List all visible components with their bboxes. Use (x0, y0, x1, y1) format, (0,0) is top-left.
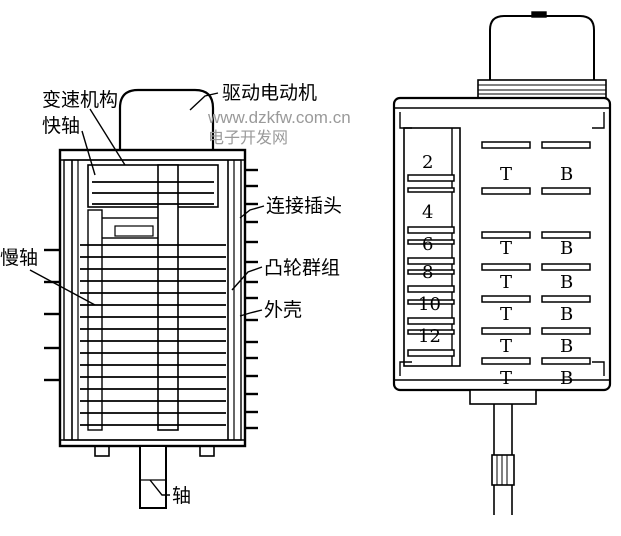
slow-shaft (87, 209, 103, 431)
label-housing: 外壳 (264, 299, 302, 321)
b-contact-labels: B B B B B B (560, 164, 573, 389)
terminal-number-labels: 2 4 6 8 10 12 (418, 152, 441, 347)
watermark-url: www.dzkfw.com.cn (207, 108, 351, 127)
t-contact-labels: T T T T T T (500, 164, 512, 389)
b-label: B (560, 368, 573, 389)
leader-slow-shaft (29, 269, 96, 306)
label-cam-group: 凸轮群组 (264, 257, 340, 279)
t-label: T (500, 238, 512, 259)
label-slow-shaft: 慢轴 (0, 247, 38, 269)
fast-shaft (157, 164, 179, 431)
terminal-bar (407, 317, 455, 325)
leader-connector (239, 205, 265, 219)
label-connector: 连接插头 (266, 195, 342, 217)
b-contact-bar (541, 141, 591, 149)
terminal-bar (407, 257, 455, 265)
b-label: B (560, 272, 573, 293)
motor-top-housing (489, 15, 595, 80)
t-contact-bar (481, 263, 531, 271)
terminal-bar-thin (407, 239, 455, 245)
terminal-number: 8 (422, 262, 433, 283)
connector-pins (245, 168, 258, 430)
leader-fast-shaft (81, 130, 96, 176)
t-label: T (500, 368, 512, 389)
leader-cam-group (231, 266, 263, 291)
terminal-bar (407, 174, 455, 182)
speed-mechanism-block (87, 164, 219, 208)
t-contact-bar (481, 295, 531, 303)
output-shaft (139, 445, 167, 509)
cam-disc-stack (80, 181, 226, 426)
watermark-cn: 电子开发网 (208, 129, 288, 147)
t-label: T (500, 304, 512, 325)
bottom-pedestal (469, 389, 537, 405)
drive-motor-housing (118, 88, 215, 153)
t-contact-bar (481, 357, 531, 365)
foot-left (94, 445, 110, 457)
t-contact-bar (481, 327, 531, 335)
b-label: B (560, 238, 573, 259)
label-fast-shaft: 快轴 (42, 115, 80, 137)
terminal-bars (407, 174, 455, 357)
b-label: B (560, 336, 573, 357)
terminal-number: 2 (422, 152, 433, 173)
terminal-number: 12 (418, 326, 441, 347)
b-contact-bar (541, 327, 591, 335)
t-label: T (500, 336, 512, 357)
t-contact-bar (481, 141, 531, 149)
terminal-bar (407, 285, 455, 293)
label-shaft: 轴 (172, 485, 191, 507)
t-contact-bar (481, 231, 531, 239)
terminal-bar-thin (407, 329, 455, 335)
leader-housing (239, 309, 263, 317)
terminal-bar-thin (407, 299, 455, 305)
b-contact-bar (541, 231, 591, 239)
t-contact-bar (481, 187, 531, 195)
terminal-number: 4 (422, 202, 433, 223)
label-speed-mechanism: 变速机构 (42, 89, 118, 111)
left-pins (44, 248, 60, 382)
leader-drive-motor (189, 92, 219, 111)
b-contact-bar (541, 357, 591, 365)
terminal-number: 6 (422, 234, 433, 255)
leader-speed-mechanism (89, 108, 126, 166)
terminal-column (403, 127, 461, 367)
foot-right (199, 445, 215, 457)
b-contact-bar (541, 295, 591, 303)
label-drive-motor: 驱动电动机 (222, 82, 317, 104)
b-label: B (560, 164, 573, 185)
b-label: B (560, 304, 573, 325)
cam-controller-front-view (392, 11, 612, 515)
cam-controller-cutaway (29, 88, 265, 509)
b-contact-bar (541, 187, 591, 195)
t-label: T (500, 272, 512, 293)
terminal-number: 10 (418, 294, 441, 315)
bottom-coupling (491, 454, 515, 486)
terminal-bar-thin (407, 187, 455, 193)
t-label: T (500, 164, 512, 185)
leader-shaft (149, 479, 170, 496)
b-contact-bar (541, 263, 591, 271)
terminal-bar (407, 349, 455, 357)
contact-bars (481, 141, 591, 365)
terminal-bar (407, 226, 455, 234)
terminal-bar-thin (407, 269, 455, 275)
